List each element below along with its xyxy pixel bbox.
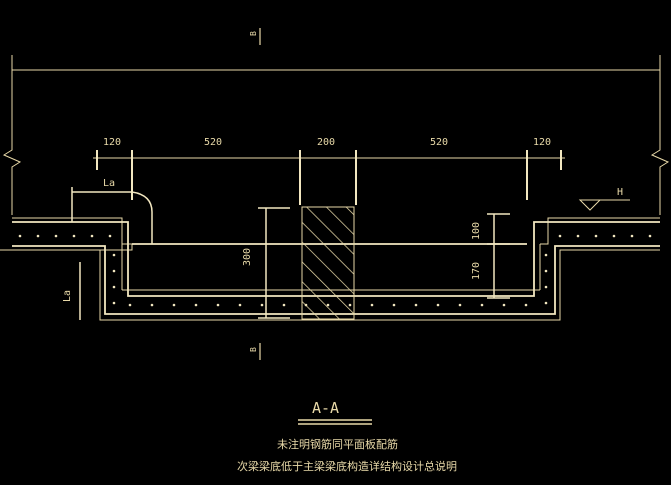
rebar-dot bbox=[72, 234, 76, 238]
dim-520-right: 520 bbox=[430, 137, 448, 148]
rebar-dot bbox=[260, 303, 264, 307]
section-title: A-A bbox=[312, 399, 339, 417]
top-dimension-chain: 120 520 200 520 120 bbox=[93, 137, 565, 205]
rebar-dot bbox=[576, 234, 580, 238]
rebar-dot bbox=[544, 285, 548, 289]
level-label: H bbox=[617, 187, 623, 198]
rebar-dot bbox=[480, 303, 484, 307]
rebar-dot bbox=[524, 303, 528, 307]
rebar-dot bbox=[112, 301, 116, 305]
label-la-side: La bbox=[62, 290, 73, 302]
rebar-dot bbox=[502, 303, 506, 307]
dim-520-left: 520 bbox=[204, 137, 222, 148]
break-line-right bbox=[650, 90, 670, 215]
rebar-dot bbox=[112, 285, 116, 289]
rebar-dot bbox=[216, 303, 220, 307]
dim-300: 300 bbox=[242, 248, 253, 266]
dim-120-left: 120 bbox=[103, 137, 121, 148]
rebar-dot bbox=[630, 234, 634, 238]
rebar-dot bbox=[150, 303, 154, 307]
rebar-dot bbox=[392, 303, 396, 307]
rebar-dot bbox=[54, 234, 58, 238]
dim-right-lines bbox=[487, 213, 510, 299]
rebar-dot bbox=[544, 269, 548, 273]
rebar-dot bbox=[112, 269, 116, 273]
dim-200: 200 bbox=[317, 137, 335, 148]
anchor-hook-top bbox=[71, 187, 153, 244]
label-la-top: La bbox=[103, 178, 115, 189]
main-beam-section bbox=[301, 206, 355, 320]
note-1: 未注明钢筋同平面板配筋 bbox=[277, 437, 398, 451]
rebar-dot bbox=[558, 234, 562, 238]
break-line-left bbox=[2, 90, 22, 215]
rebar-dot bbox=[282, 303, 286, 307]
rebar-dot bbox=[612, 234, 616, 238]
dim-100: 100 bbox=[471, 222, 482, 240]
rebar-dot bbox=[112, 253, 116, 257]
level-symbol bbox=[578, 199, 630, 211]
rebar-dot bbox=[108, 234, 112, 238]
dim-300-line bbox=[258, 207, 290, 319]
note-2: 次梁梁底低于主梁梁底构造详结构设计总说明 bbox=[237, 459, 457, 473]
rebar-dot bbox=[544, 301, 548, 305]
section-marker-top: B bbox=[249, 31, 258, 36]
rebar-dot bbox=[648, 234, 652, 238]
rebar-dot bbox=[414, 303, 418, 307]
rebar-dot bbox=[36, 234, 40, 238]
rebar-dot bbox=[370, 303, 374, 307]
rebar-dot bbox=[436, 303, 440, 307]
dim-170: 170 bbox=[471, 262, 482, 280]
rebar-dot bbox=[18, 234, 22, 238]
rebar-dot bbox=[238, 303, 242, 307]
section-marker-bottom: B bbox=[249, 347, 258, 352]
rebar-dot bbox=[172, 303, 176, 307]
rebar-dot bbox=[544, 253, 548, 257]
rebar-dot bbox=[128, 303, 132, 307]
rebar-dot bbox=[458, 303, 462, 307]
rebar-dot bbox=[90, 234, 94, 238]
rebar-dot bbox=[194, 303, 198, 307]
rebar-dot bbox=[594, 234, 598, 238]
dim-120-right: 120 bbox=[533, 137, 551, 148]
